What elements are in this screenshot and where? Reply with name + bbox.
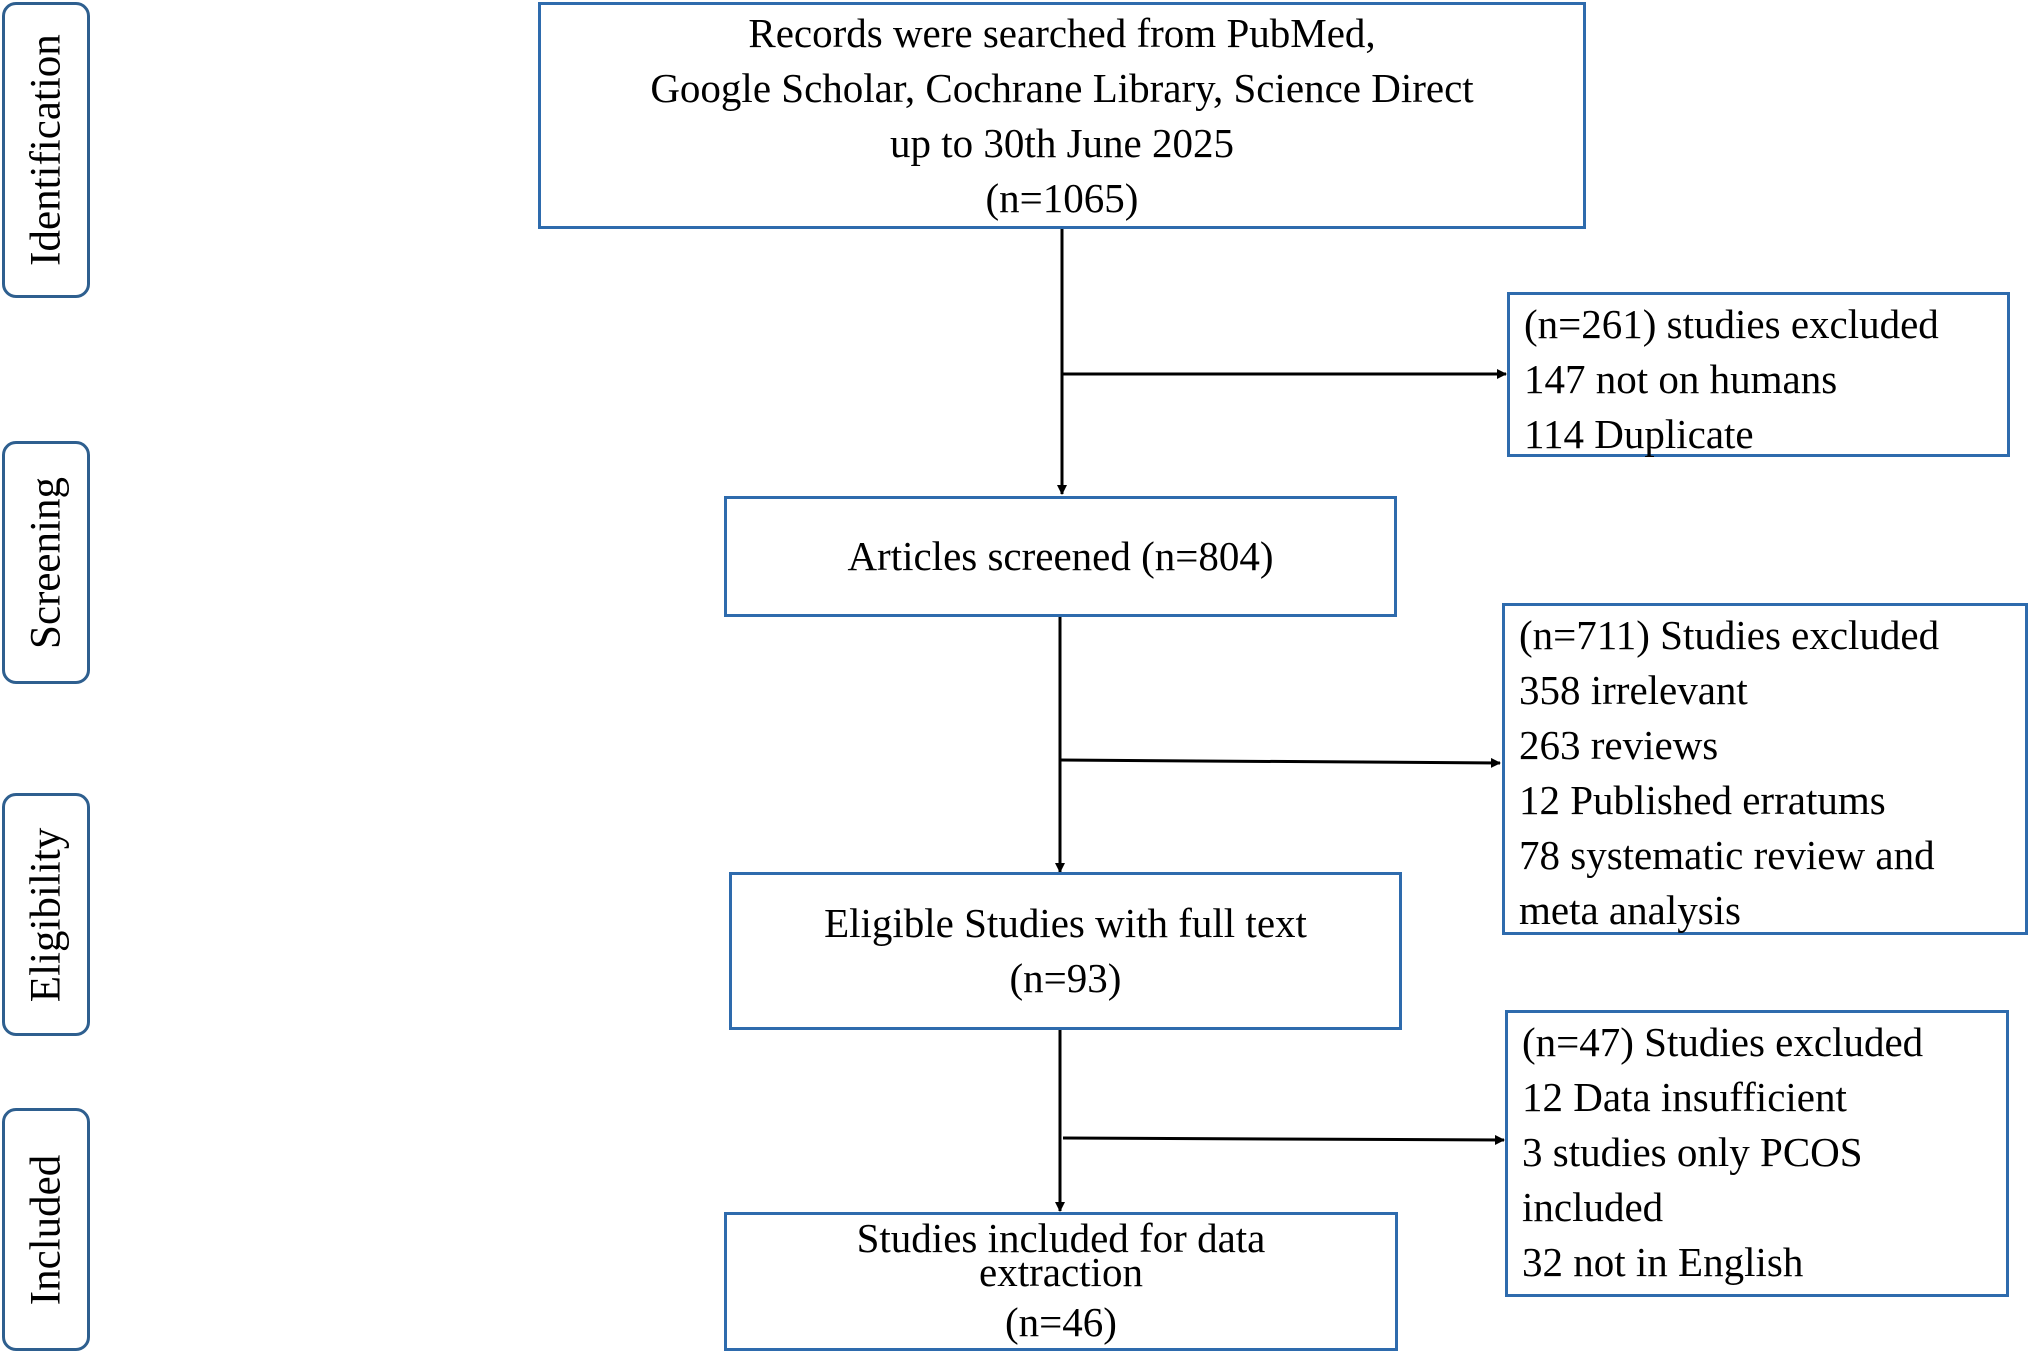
stage-eligibility: Eligibility (2, 793, 90, 1036)
excluded-1-line: (n=261) studies excluded (1524, 301, 1939, 347)
records-line-3: up to 30th June 2025 (890, 119, 1234, 166)
excluded-2-line: (n=711) Studies excluded (1519, 612, 1940, 658)
excluded-1-line: 114 Duplicate (1524, 411, 1754, 457)
eligible-line-1: Eligible Studies with full text (824, 900, 1307, 946)
excluded-2-line: meta analysis (1519, 887, 1742, 933)
articles-screened-box: Articles screened (n=804) (724, 496, 1397, 617)
included-count: (n=46) (1005, 1299, 1117, 1345)
records-searched-box: Records were searched from PubMed, Googl… (538, 2, 1586, 229)
excluded-box-1: (n=261) studies excluded 147 not on huma… (1507, 292, 2010, 457)
arrow-to-excluded-3 (1062, 1134, 1505, 1145)
excluded-box-2: (n=711) Studies excluded 358 irrelevant … (1502, 603, 2028, 935)
excluded-2-line: 263 reviews (1519, 722, 1719, 768)
eligible-studies-box: Eligible Studies with full text (n=93) (729, 872, 1402, 1030)
stage-identification: Identification (2, 2, 90, 298)
screened-line-1: Articles screened (n=804) (847, 533, 1274, 579)
stage-screening: Screening (2, 441, 90, 684)
excluded-3-line: included (1522, 1184, 1664, 1230)
excluded-2-line: 12 Published erratums (1519, 777, 1886, 823)
excluded-3-line: 3 studies only PCOS (1522, 1129, 1863, 1175)
excluded-2-line: 78 systematic review and (1519, 832, 1935, 878)
excluded-box-3: (n=47) Studies excluded 12 Data insuffic… (1505, 1010, 2009, 1297)
excluded-3-line: 12 Data insufficient (1522, 1074, 1847, 1120)
excluded-2-line: 358 irrelevant (1519, 667, 1748, 713)
included-line-2: extraction (979, 1249, 1143, 1295)
included-line-1: Studies included for data (856, 1215, 1266, 1261)
records-line-1: Records were searched from PubMed, (748, 9, 1376, 56)
stage-included: Included (2, 1108, 90, 1351)
arrow-to-excluded-2 (1059, 757, 1501, 768)
records-line-2: Google Scholar, Cochrane Library, Scienc… (650, 64, 1474, 111)
excluded-3-line: (n=47) Studies excluded (1522, 1019, 1924, 1065)
excluded-3-line: 32 not in English (1522, 1239, 1804, 1285)
records-count: (n=1065) (985, 174, 1139, 221)
excluded-1-line: 147 not on humans (1524, 356, 1838, 402)
eligible-count: (n=93) (1009, 955, 1122, 1001)
studies-included-box: Studies included for data extraction (n=… (724, 1212, 1398, 1351)
